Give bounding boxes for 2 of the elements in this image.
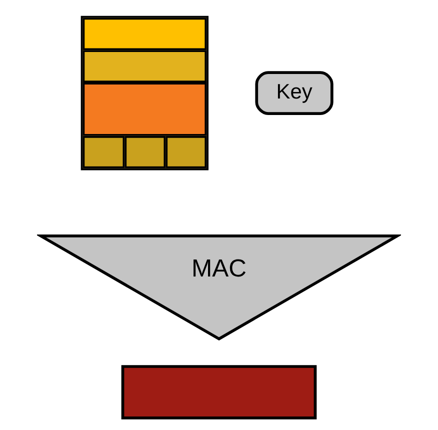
node-box: Key [255,71,334,115]
node-bar [121,365,317,420]
